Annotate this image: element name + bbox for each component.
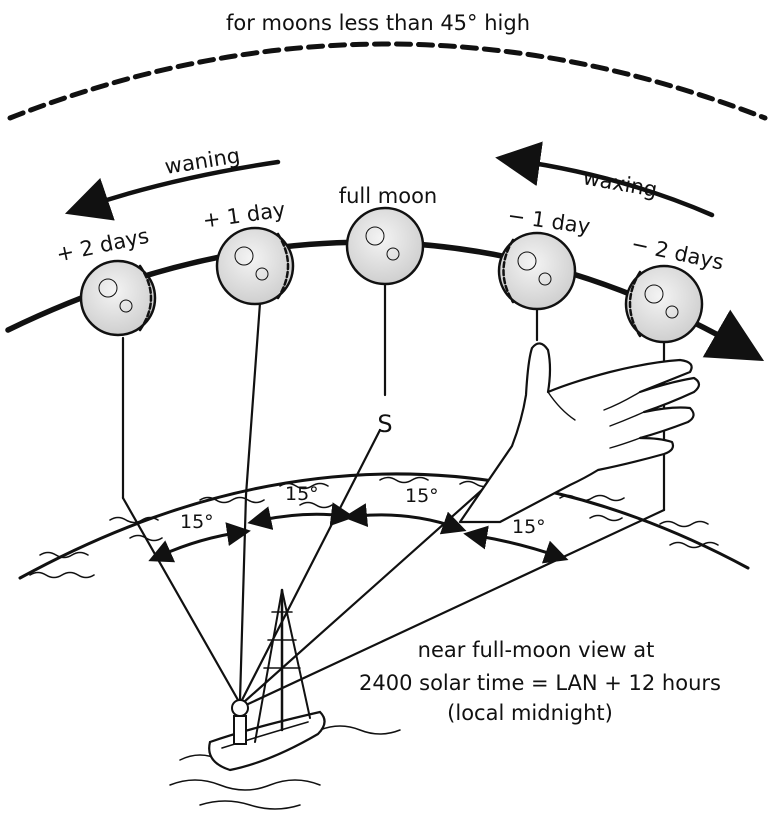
caption-line-2: 2400 solar time = LAN + 12 hours	[359, 671, 721, 695]
angle-label-4: 15°	[512, 516, 546, 538]
hand-illustration	[458, 342, 701, 524]
moon-label-plus-2-days: + 2 days	[54, 224, 151, 267]
angle-arc-4	[463, 525, 569, 564]
moon-minus-1-day	[497, 231, 577, 311]
moon-plus-2-days	[79, 259, 157, 337]
moon-minus-2-days	[624, 264, 704, 344]
angle-label-2: 15°	[285, 483, 319, 505]
south-marker: S	[377, 410, 392, 438]
moon-label-plus-1-day: + 1 day	[201, 197, 286, 232]
angle-label-1: 15°	[180, 511, 214, 533]
horizon-45-degree-arc	[7, 41, 768, 121]
sailboat	[169, 588, 401, 810]
angle-label-3: 15°	[405, 485, 439, 507]
waxing-label: waxing	[581, 165, 659, 202]
moon-plus-1-day	[215, 226, 295, 306]
waning-arrow	[64, 159, 281, 221]
diagram-title: for moons less than 45° high	[226, 11, 530, 35]
caption-line-3: (local midnight)	[447, 701, 613, 725]
waxing-arrow	[495, 141, 715, 218]
angle-arc-1	[148, 522, 251, 563]
angle-arc-3	[343, 503, 467, 535]
caption-line-1: near full-moon view at	[418, 638, 655, 662]
moon-label-full: full moon	[339, 184, 438, 208]
moon-label-minus-1-day: − 1 day	[506, 203, 591, 238]
angle-arrows	[148, 502, 569, 564]
earth-horizon	[18, 472, 750, 580]
sea-waves	[29, 476, 719, 579]
angle-arc-2	[247, 502, 355, 530]
moon-full	[345, 206, 425, 286]
